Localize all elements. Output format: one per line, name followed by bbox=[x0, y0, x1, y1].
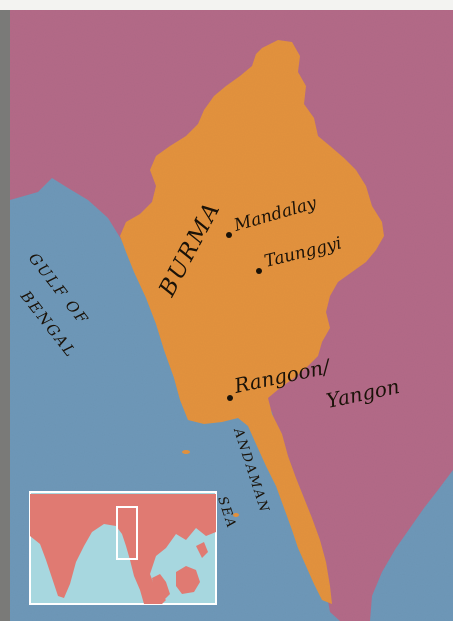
photo-strip-left bbox=[0, 0, 10, 621]
inset-island bbox=[196, 542, 208, 558]
inset-land bbox=[30, 494, 216, 604]
city-marker-taunggyi bbox=[256, 268, 262, 274]
island bbox=[233, 513, 239, 517]
photo-strip-top bbox=[0, 0, 453, 10]
country-burma bbox=[120, 40, 384, 604]
inset-island bbox=[176, 566, 200, 594]
inset-locator-box bbox=[116, 506, 138, 560]
inset-island bbox=[152, 574, 170, 600]
sea-water-southeast bbox=[370, 470, 453, 621]
inset-locator-map bbox=[29, 491, 217, 605]
island bbox=[182, 450, 190, 454]
city-marker-mandalay bbox=[226, 232, 232, 238]
city-marker-rangoon bbox=[227, 395, 233, 401]
